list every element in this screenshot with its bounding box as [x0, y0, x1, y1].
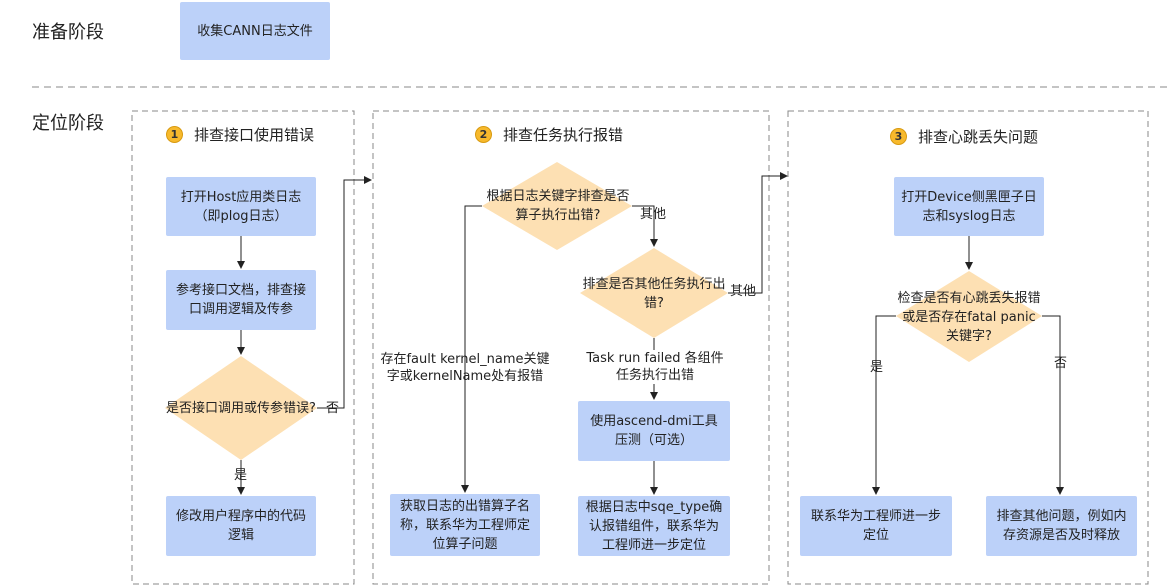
- phase3-number-badge: 3: [890, 128, 907, 145]
- phase1-fix-code-box: 修改用户程序中的代码逻辑: [166, 496, 316, 556]
- phase2-number-badge: 2: [475, 126, 492, 143]
- phase1-open-host-log-box: 打开Host应用类日志（即plog日志）: [166, 177, 316, 236]
- phase1-frame: [131, 110, 355, 585]
- phase3-other-issue-box: 排查其他问题，例如内存资源是否及时释放: [986, 496, 1137, 556]
- phase2-get-operator-box: 获取日志的出错算子名称，联系华为工程师定位算子问题: [390, 494, 540, 556]
- phase3-no-label: 否: [1054, 356, 1068, 371]
- phase2-other1-label: 其他: [640, 207, 667, 222]
- phase3-decision-shape: [896, 271, 1042, 362]
- phase3-title: 3 排查心跳丢失问题: [890, 126, 1038, 147]
- phase1-yes-label: 是: [234, 468, 248, 483]
- phase2-decision2-shape: [580, 248, 728, 338]
- phase2-decision2-text: 排查是否其他任务执行出错?: [582, 277, 726, 311]
- phase2-frame: [372, 110, 770, 585]
- phase1-title-text: 排查接口使用错误: [194, 126, 315, 144]
- phase3-frame: [787, 110, 1149, 585]
- phase1-decision-text: 是否接口调用或传参错误?: [166, 400, 316, 416]
- phase2-other2-label: 其他: [730, 284, 757, 299]
- phase2-sqe-type-box: 根据日志中sqe_type确认报错组件，联系华为工程师进一步定位: [578, 496, 730, 556]
- phase3-title-text: 排查心跳丢失问题: [918, 128, 1039, 146]
- stage-label-prepare: 准备阶段: [32, 22, 104, 43]
- phase3-contact-engineer-box: 联系华为工程师进一步定位: [800, 496, 952, 556]
- phase1-check-interface-box: 参考接口文档，排查接口调用逻辑及传参: [166, 270, 316, 330]
- phase1-no-label: 否: [326, 401, 340, 416]
- phase2-stress-test-box: 使用ascend-dmi工具压测（可选）: [578, 401, 730, 461]
- phase3-open-device-log-box: 打开Device侧黑匣子日志和syslog日志: [894, 177, 1044, 236]
- phase1-title: 1 排查接口使用错误: [166, 124, 314, 145]
- phase2-decision1-text: 根据日志关键字排查是否算子执行出错?: [486, 189, 630, 223]
- phase3-yes-label: 是: [870, 360, 884, 375]
- collect-logs-box: 收集CANN日志文件: [180, 2, 330, 60]
- phase1-number-badge: 1: [166, 126, 183, 143]
- phase2-title-text: 排查任务执行报错: [503, 126, 624, 144]
- phase2-decision1-shape: [482, 162, 632, 250]
- phase2-taskrun-label: Task run failed 各组件任务执行出错: [586, 351, 724, 383]
- phase2-fault-kernel-label: 存在fault kernel_name关键字或kernelName处有报错: [380, 352, 550, 384]
- phase1-decision-shape: [165, 356, 317, 460]
- phase2-title: 2 排查任务执行报错: [475, 124, 623, 145]
- phase3-decision-text: 检查是否有心跳丢失报错或是否存在fatal panic关键字?: [897, 291, 1041, 344]
- stage-label-locate: 定位阶段: [32, 113, 104, 134]
